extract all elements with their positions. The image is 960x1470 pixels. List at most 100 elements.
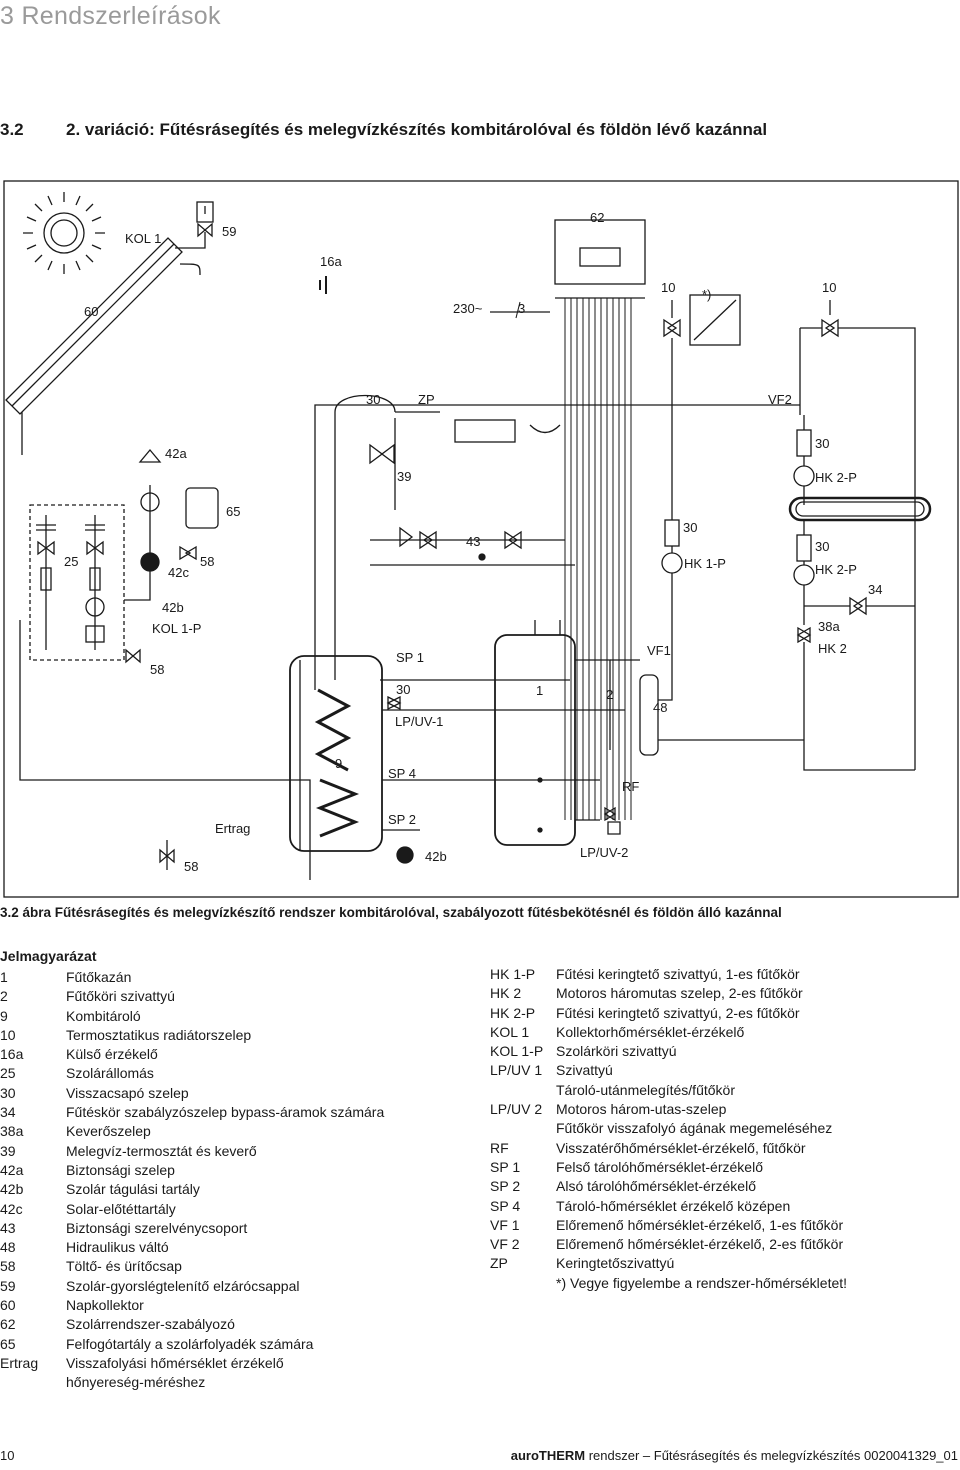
boiler-1 [494,634,576,846]
legend-code: 60 [0,1297,16,1314]
legend-text: Fűtőkör visszafolyó ágának megemeléséhez [556,1120,833,1137]
legend-code: ZP [490,1255,508,1272]
legend-code: SP 1 [490,1158,521,1175]
legend-code: 38a [0,1123,24,1140]
label-3: 3 [518,301,525,316]
label-sp4: SP 4 [388,766,416,781]
legend-text: Melegvíz-termosztát és keverő [66,1142,257,1159]
legend-code: 42c [0,1200,23,1217]
legend-code: 43 [0,1219,16,1236]
module-box [689,294,741,346]
legend-code: KOL 1 [490,1023,530,1040]
label-38a: 38a [818,619,840,634]
label-10a: 10 [661,280,675,295]
legend-code: 62 [0,1316,16,1333]
label-vf2: VF2 [768,392,792,407]
legend-code: 59 [0,1277,16,1294]
solar-collector [5,237,183,415]
legend-text: Termosztatikus radiátorszelep [66,1026,252,1043]
combi-tank-9 [289,655,383,852]
label-62: 62 [590,210,604,225]
legend-code: LP/UV 1 [490,1062,543,1079]
vent-valve-59 [197,222,213,238]
legend-item: Tároló-utánmelegítés/fűtőkör [490,1081,960,1100]
label-hk2: HK 2 [818,641,847,656]
legend-code: 42b [0,1181,24,1198]
legend-item: 42b Szolár tágulási tartály [0,1180,470,1199]
label-42b-bot: 42b [425,849,447,864]
legend-code: 2 [0,988,8,1005]
legend-code: 25 [0,1065,16,1082]
legend-item: hőnyereség-méréshez [0,1373,470,1392]
footer-page-number: 10 [0,1448,15,1463]
legend-text: Felső tárolóhőmérséklet-érzékelő [556,1158,763,1175]
legend-code: Ertrag [0,1354,39,1371]
drain-valve-58 [159,848,175,864]
legend-text: Fűtési keringtető szivattyú, 2-es fűtőkö… [556,1004,800,1021]
collecting-tank-65 [185,487,219,529]
label-zp: ZP [418,392,435,407]
legend-text: Hidraulikus váltó [66,1239,169,1256]
label-30-lp: 30 [396,682,410,697]
label-30-hk2p-mid: 30 [815,539,829,554]
label-30-zp: 30 [366,392,380,407]
label-kol1: KOL 1 [125,231,161,246]
legend-text: Szivattyú [556,1062,613,1079]
legend-text: Alsó tárolóhőmérséklet-érzékelő [556,1178,756,1195]
legend-code: 30 [0,1084,16,1101]
legend-code [490,1119,556,1138]
label-30-hk2p-top: 30 [815,436,829,451]
label-ertrag: Ertrag [215,821,250,836]
label-rf: RF [622,779,639,794]
footer-title: auroTHERM rendszer – Fűtésrásegítés és m… [511,1448,958,1463]
legend-item: HK 2-P Fűtési keringtető szivattyú, 2-es … [490,1004,960,1023]
legend-text: Visszatérőhőmérséklet-érzékelő, fűtőkör [556,1139,806,1156]
hydraulic-switch-48 [639,674,659,756]
legend-code: HK 2-P [490,1004,536,1021]
label-30-hk1p: 30 [683,520,697,535]
legend-code: 42a [0,1161,24,1178]
legend-title: Jelmagyarázat [0,948,97,964]
legend-text: Solar-előtéttartály [66,1200,176,1217]
solar-expansion-tank-42c [140,552,160,572]
label-42a: 42a [165,446,187,461]
legend-text: Felfogótartály a szolárfolyadék számára [66,1335,314,1352]
legend-code: 16a [0,1046,24,1063]
legend-text: Szolár tágulási tartály [66,1181,200,1198]
legend-text: Töltő- és ürítőcsap [66,1258,182,1275]
label-2: 2 [606,687,613,702]
label-42c: 42c [168,565,189,580]
section-number: 3.2 [0,120,24,139]
solar-pump-icon [85,597,105,617]
label-59: 59 [222,224,236,239]
legend-item: 30 Visszacsapó szelep [0,1084,470,1103]
legend-text: Tároló-utánmelegítés/fűtőkör [556,1081,735,1098]
legend-text: Előremenő hőmérséklet-érzékelő, 2-es fűt… [556,1236,844,1253]
legend-code: 10 [0,1026,16,1043]
solar-controller-62 [554,219,646,285]
label-lpuv1: LP/UV-1 [395,714,443,729]
legend-text: Visszacsapó szelep [66,1084,189,1101]
label-9: 9 [335,756,342,771]
label-hk2p-mid: HK 2-P [815,562,857,577]
expansion-tank-42b [396,846,414,864]
label-58a: 58 [200,554,214,569]
legend-code: 34 [0,1104,16,1121]
